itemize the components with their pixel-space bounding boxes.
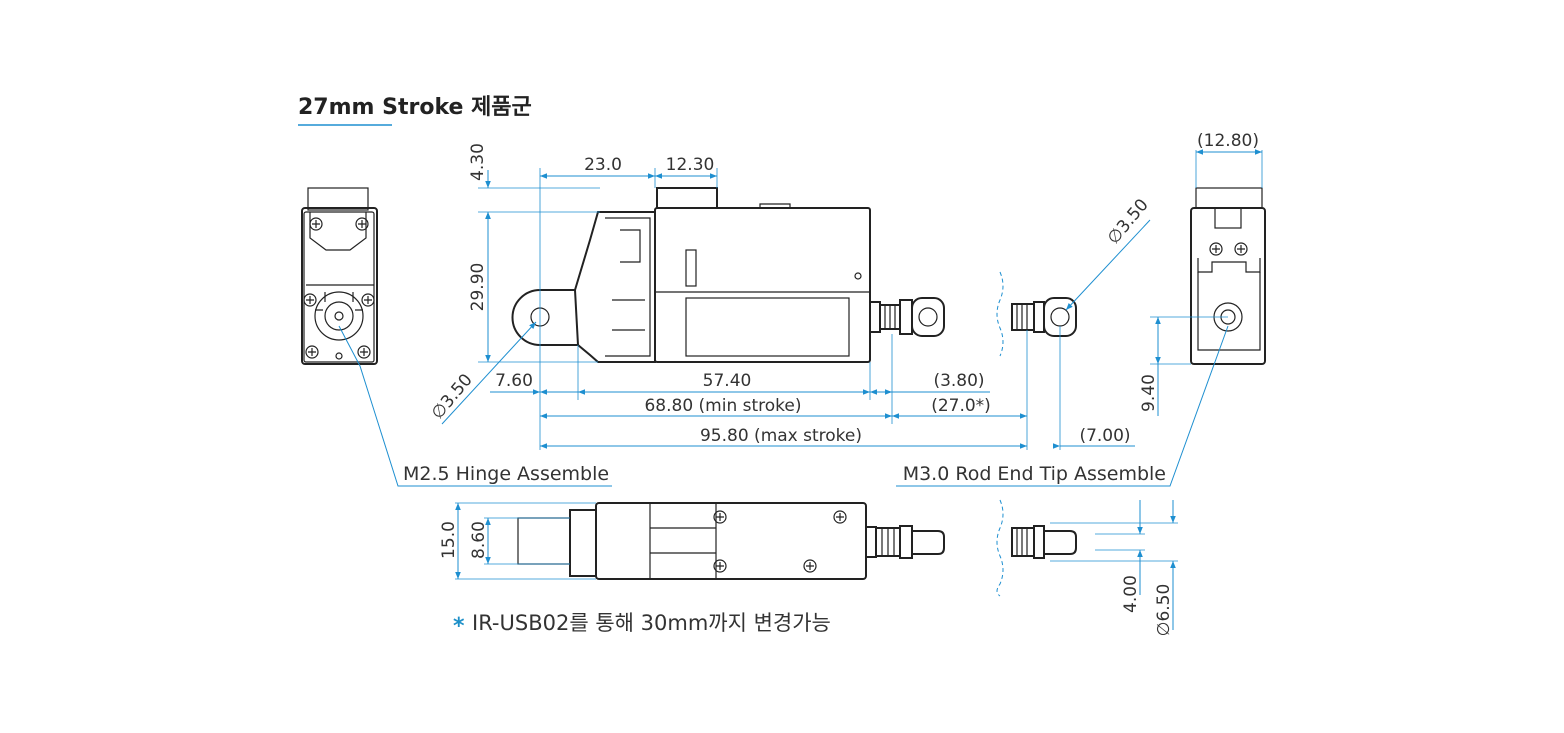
dim-height: 29.90 (468, 263, 488, 312)
dim-tip-length: (7.00) (1079, 426, 1130, 446)
note-text: IR-USB02를 통해 30mm까지 변경가능 (472, 611, 831, 635)
bottom-view (517, 502, 945, 580)
dim-body-length: 57.40 (703, 371, 752, 391)
dim-width-b: 12.30 (666, 155, 715, 175)
dim-hinge-diameter: ∅3.50 (428, 370, 477, 423)
bottom-extended-view (996, 499, 1077, 597)
right-end-view (1190, 187, 1266, 365)
dim-bottom-height: 15.0 (439, 521, 459, 559)
dim-rod-diameter: ∅3.50 (1104, 195, 1153, 248)
rod-end-assembly-label: M3.0 Rod End Tip Assemble (903, 463, 1166, 485)
page-title: 27mm Stroke 제품군 (298, 95, 532, 120)
main-side-view (511, 187, 945, 363)
dim-width-a: 23.0 (584, 155, 622, 175)
note-asterisk: * (453, 614, 465, 639)
dim-end-width: (12.80) (1197, 131, 1259, 151)
dim-min-stroke: 68.80 (min stroke) (644, 396, 801, 416)
dim-stroke: (27.0*) (931, 396, 991, 416)
dimension-lines (338, 149, 1263, 630)
hinge-assembly-label: M2.5 Hinge Assemble (403, 463, 609, 485)
left-end-view (301, 187, 378, 365)
dim-bottom-inner-height: 8.60 (469, 521, 489, 559)
dim-shaft-width: 4.00 (1121, 575, 1141, 613)
extended-rod-view (996, 271, 1077, 357)
dim-hinge-length: 7.60 (495, 371, 533, 391)
dim-shaft-diameter: ∅6.50 (1154, 584, 1174, 637)
dim-max-stroke: 95.80 (max stroke) (700, 426, 862, 446)
dim-top-offset: 4.30 (468, 143, 488, 181)
dim-extension-length: (3.80) (933, 371, 984, 391)
dim-hole-height: 9.40 (1139, 374, 1159, 412)
